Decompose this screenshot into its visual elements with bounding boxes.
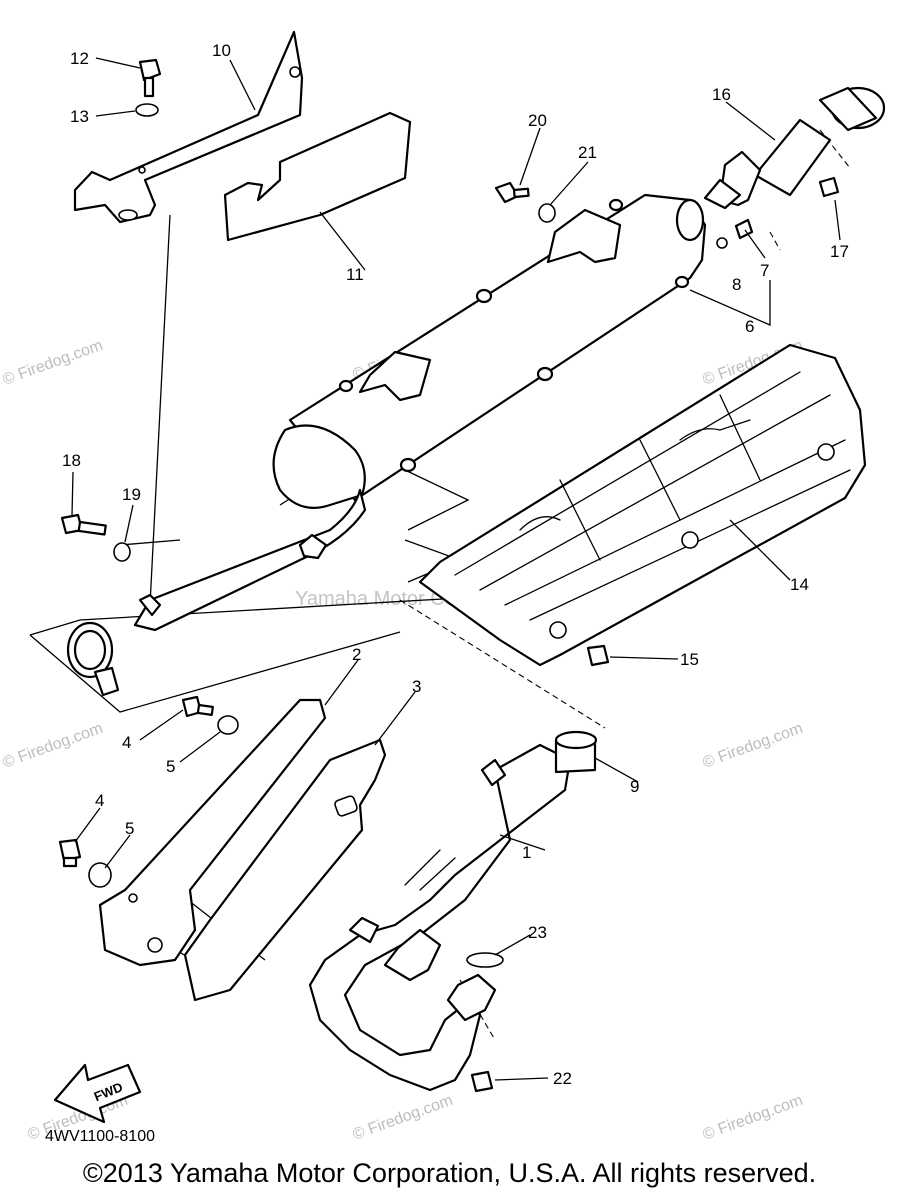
callout-3: 3 <box>412 677 421 696</box>
bracket-part-10 <box>73 30 304 224</box>
callout-11: 11 <box>346 265 364 284</box>
callout-17: 17 <box>830 242 849 261</box>
exhaust-pipe-part-1 <box>308 743 572 1092</box>
callout-5-lower: 5 <box>125 819 134 838</box>
callout-20: 20 <box>528 111 547 130</box>
part-code: 4WV1100-8100 <box>45 1128 155 1145</box>
callout-22: 22 <box>553 1069 572 1088</box>
callout-4-upper: 4 <box>122 733 131 752</box>
callout-9: 9 <box>630 777 639 796</box>
watermark-right-mid: © Firedog.com <box>701 720 806 772</box>
callout-2: 2 <box>352 645 361 664</box>
watermark-left-top: © Firedog.com <box>1 337 106 389</box>
muffler-clamp <box>66 621 120 697</box>
callout-18: 18 <box>62 451 81 470</box>
callout-14: 14 <box>790 575 809 594</box>
heat-shield-part-2 <box>98 698 327 967</box>
hardware <box>58 58 840 1093</box>
watermark-right-bottom: © Firedog.com <box>701 1092 806 1144</box>
callout-10: 10 <box>212 41 231 60</box>
callout-23: 23 <box>528 923 547 942</box>
callout-7: 7 <box>760 261 769 280</box>
copyright-footer: ©2013 Yamaha Motor Corporation, U.S.A. A… <box>82 1158 817 1188</box>
callout-13: 13 <box>70 107 89 126</box>
callout-6: 6 <box>745 317 754 336</box>
watermark-left-mid: © Firedog.com <box>1 720 106 772</box>
callout-4-lower: 4 <box>95 791 104 810</box>
callout-12: 12 <box>70 49 89 68</box>
watermark-center-bottom: © Firedog.com <box>351 1092 456 1144</box>
fwd-arrow: FWD <box>53 1063 142 1124</box>
callout-21: 21 <box>578 143 597 162</box>
tail-pipe-part-16 <box>703 86 886 210</box>
callout-8: 8 <box>732 275 741 294</box>
muffler-body <box>133 193 707 632</box>
callout-1: 1 <box>522 843 531 862</box>
heat-shield-part-3 <box>183 738 387 1002</box>
leader-lines <box>71 57 841 1081</box>
callout-5-upper: 5 <box>166 757 175 776</box>
heat-pad-part-11 <box>223 111 412 242</box>
callout-labels: 1 2 3 4 5 4 5 6 7 8 9 10 11 12 13 14 15 … <box>62 41 849 1088</box>
heat-shield-part-14 <box>418 343 867 667</box>
callout-16: 16 <box>712 85 731 104</box>
callout-15: 15 <box>680 650 699 669</box>
callout-19: 19 <box>122 485 141 504</box>
